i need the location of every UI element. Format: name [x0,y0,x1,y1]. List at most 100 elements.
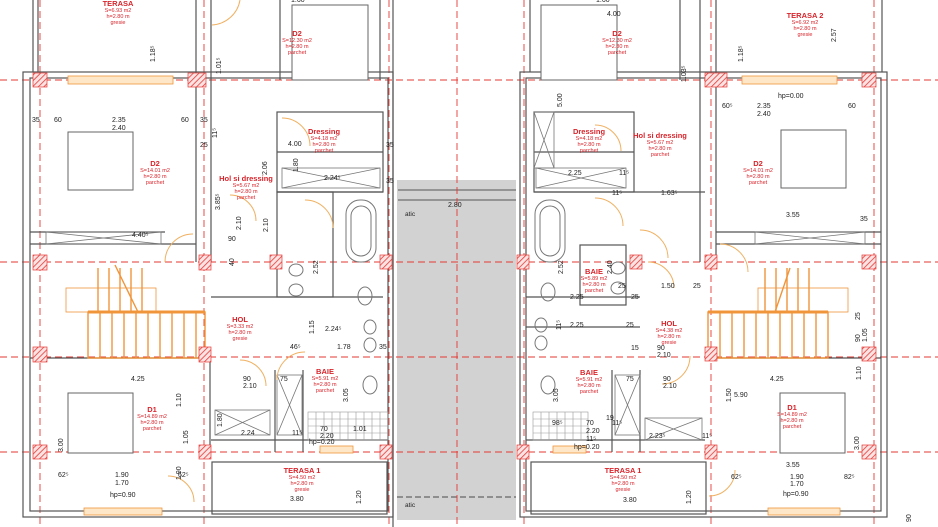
columns [32,72,877,460]
sink-icon [610,281,626,295]
room-area: S=5.67 m2 [232,183,260,190]
dimension-label: 35 [386,142,394,149]
dimension-label: 11⁵ [612,190,623,197]
dimension-label: 11⁵ [702,433,713,440]
dimension-label: 35 [200,117,208,124]
dimension-label: 11⁵ [612,420,623,427]
dimension-label: 3.05 [343,388,350,402]
room-finish: parchet [287,50,307,57]
dimension-label: 35 [386,178,394,185]
room-area: S=14.01 m2 [743,168,773,175]
dimension-label: 1.03⁵ [681,65,688,82]
windows [67,75,841,516]
dimension-label: 2.10 [236,216,243,230]
room-finish: gresie [615,487,631,494]
bed-icon [780,129,847,189]
room-area: S=5.89 m2 [580,276,608,283]
room-height: h=2.80 m [780,418,804,425]
room-height: h=2.80 m [312,142,336,149]
dimension-label: 3.00 [58,438,65,452]
room-finish: parchet [748,180,768,187]
room-area: S=14.89 m2 [777,412,807,419]
dimension-label: 1.10 [856,366,863,380]
room-area: S=4.38 m2 [655,328,683,335]
room-finish: parchet [584,288,604,295]
room-area: S=14.89 m2 [137,414,167,421]
dimension-label: 3.05 [553,388,560,402]
room-height: h=2.80 m [285,44,309,51]
dimension-label: 3.55 [786,462,800,469]
bed-icon [779,392,846,454]
room-finish: parchet [145,180,165,187]
dimension-label: 90 [228,236,236,243]
dimension-label: 4.25 [131,376,145,383]
dimension-label: 1.18⁵ [738,45,745,62]
beds [67,4,847,454]
dimension-label: hp=0.20 [574,444,600,451]
door-swings [164,0,749,503]
room-height: h=2.80 m [577,383,601,390]
sink-icon [363,337,377,353]
room-height: h=2.80 m [228,330,252,337]
dimension-label: 2.57 [831,28,838,42]
dimension-label: 90 [663,376,671,383]
dimension-label: 60⁵ [722,103,733,110]
room-height: h=2.80 m [106,14,130,21]
dimension-label: 11⁵ [556,319,563,330]
dimension-label: 2.25 [570,322,584,329]
dimension-label: 1.50 [726,388,733,402]
dimension-label: 35 [379,344,387,351]
room-area: S=6.92 m2 [791,20,819,27]
sink-icon [288,263,304,277]
dimension-label: 4.00 [288,141,302,148]
dimension-label: 2.25 [568,170,582,177]
room-height: h=2.80 m [140,420,164,427]
dimension-label: 1.15 [309,320,316,334]
dimension-label: 2.24⁵ [325,326,342,333]
room-height: h=2.80 m [746,174,770,181]
staircase-right [707,267,849,359]
dimension-label: hp=0.90 [783,491,809,498]
room-name: BAIE [316,367,334,376]
dimension-label: 4.25 [770,376,784,383]
room-area: S=4.18 m2 [575,136,603,143]
dimension-label: 1.20 [356,490,363,504]
dimension-label: 2.06 [262,161,269,175]
dimension-label: 3.85⁵ [215,193,222,210]
room-finish: parchet [315,388,335,395]
dimension-label: 35 [32,117,40,124]
dimension-label: hp=0.20 [309,439,335,446]
dimension-label: 1.60 [596,0,610,4]
dimension-label: 1.05 [862,328,869,342]
room-name: D2 [753,159,763,168]
room-area: S=5.91 m2 [311,376,339,383]
sink-icon [534,335,548,351]
room-name: Dressing [572,127,606,136]
dimension-label: 1.90 [115,472,129,479]
room-finish: gresie [294,487,310,494]
dimension-label: hp=0.00 [778,93,804,100]
room-finish: parchet [236,195,256,202]
dimension-label: 2.40 [607,260,614,274]
dimension-label: 46⁵ [290,344,301,351]
dimension-label: 1.20 [686,490,693,504]
room-name: D2 [612,29,622,38]
dimension-label: 25 [618,283,626,290]
room-name: D1 [147,405,157,414]
room-name: D2 [292,29,302,38]
room-area: S=14.01 m2 [140,168,170,175]
dimension-label: 1.01⁵ [216,57,223,74]
dimension-label: 2.52 [313,260,320,274]
room-finish: gresie [797,32,813,39]
room-height: h=2.80 m [793,26,817,33]
dimension-label: 11⁵ [212,127,219,138]
room-finish: parchet [607,50,627,57]
dimension-label: 3.80 [290,496,304,503]
dimension-label: 5.90 [734,392,748,399]
